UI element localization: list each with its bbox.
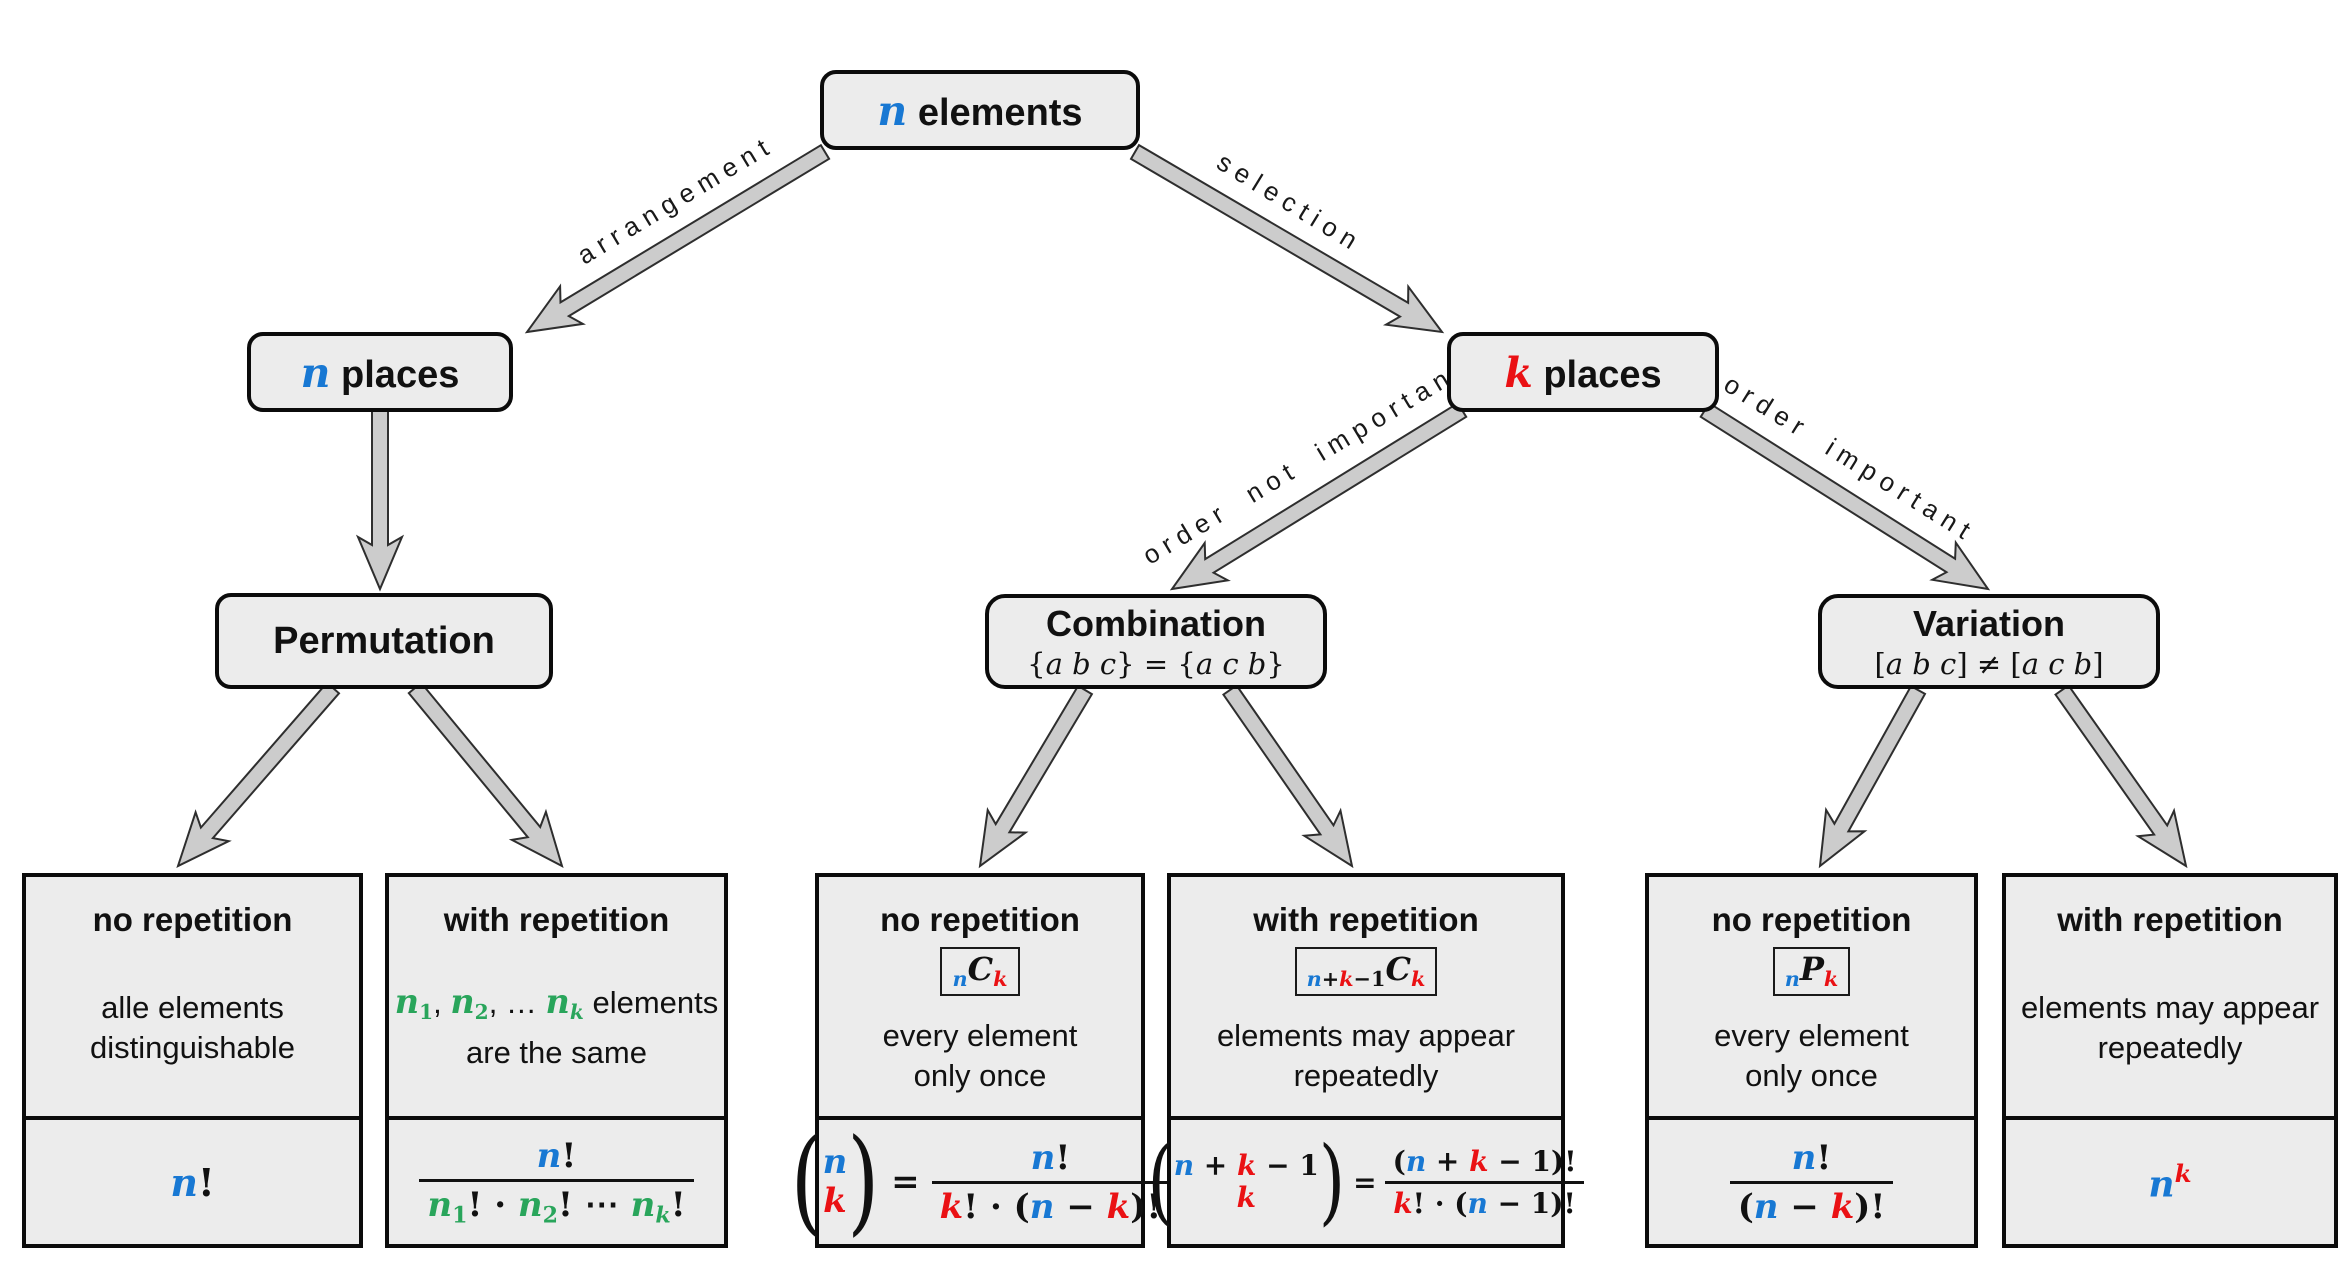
leaf-formula: n! bbox=[26, 1120, 359, 1244]
badge-nCk: nCk bbox=[940, 947, 1020, 997]
node-n-elements-title: n elements bbox=[877, 85, 1083, 135]
badge-nPk: nPk bbox=[1772, 947, 1851, 997]
leaf-permutation-no-repetition: no repetition alle elements distinguisha… bbox=[22, 873, 363, 1248]
desc-line: alle elements bbox=[101, 989, 284, 1025]
leaf-variation-no-repetition: no repetition nPk every element only onc… bbox=[1645, 873, 1978, 1248]
desc-line: only once bbox=[913, 1058, 1047, 1094]
node-combination: Combination {a b c} = {a c b} bbox=[985, 594, 1327, 689]
desc-line: n1, n2, … nk elements bbox=[394, 982, 719, 1025]
arrow-order-important bbox=[1699, 401, 1991, 591]
leaf-heading: no repetition bbox=[880, 901, 1080, 938]
leaf-formula: nk bbox=[2006, 1120, 2334, 1244]
leaf-top: no repetition nPk every element only onc… bbox=[1649, 877, 1974, 1120]
leaf-formula: n! (n − k)! bbox=[1649, 1120, 1974, 1244]
binomial-top: n + k − 1 bbox=[1173, 1148, 1319, 1182]
desc-line: are the same bbox=[466, 1034, 647, 1070]
desc-line: repeatedly bbox=[2097, 1029, 2243, 1065]
leaf-heading: with repetition bbox=[2057, 901, 2283, 938]
arrow-variation-to-with-repetition bbox=[2054, 684, 2188, 869]
leaf-description: n1, n2, … nk elements are the same bbox=[395, 939, 719, 1116]
paren-close: ) bbox=[1318, 1126, 1346, 1236]
leaf-permutation-with-repetition: with repetition n1, n2, … nk elements ar… bbox=[385, 873, 728, 1248]
fraction-numerator: (n + k − 1)! bbox=[1392, 1144, 1577, 1178]
badge-n-plus-k-minus-1-C-k: n+k−1Ck bbox=[1294, 947, 1438, 997]
leaf-description: every element only once bbox=[883, 996, 1078, 1116]
leaf-description: every element only once bbox=[1714, 996, 1909, 1116]
leaf-heading: no repetition bbox=[92, 901, 293, 938]
fraction-denominator: k! · (n − k)! bbox=[931, 1180, 1170, 1227]
arrow-order-not-important bbox=[1169, 401, 1468, 591]
arrow-combination-to-no-repetition bbox=[978, 684, 1094, 869]
leaf-formula: n! n1! · n2! ⋯ nk! bbox=[389, 1120, 724, 1244]
node-k-places: k places bbox=[1447, 332, 1719, 412]
leaf-description: elements may appear repeatedly bbox=[2021, 939, 2319, 1116]
fraction-denominator: n1! · n2! ⋯ nk! bbox=[419, 1178, 694, 1228]
leaf-heading: with repetition bbox=[1253, 901, 1479, 938]
leaf-top: with repetition n+k−1Ck elements may app… bbox=[1171, 877, 1561, 1120]
fraction-denominator: (n − k)! bbox=[1729, 1180, 1894, 1227]
equals-sign: = bbox=[1353, 1165, 1377, 1199]
node-combination-title: Combination bbox=[1046, 602, 1266, 644]
desc-line: every element bbox=[1714, 1018, 1909, 1054]
equals-sign: = bbox=[891, 1162, 920, 1202]
arrow-selection bbox=[1129, 143, 1445, 334]
leaf-top: with repetition elements may appear repe… bbox=[2006, 877, 2334, 1120]
arrow-variation-to-no-repetition bbox=[1818, 684, 1927, 869]
node-permutation: Permutation bbox=[215, 593, 553, 689]
desc-line: elements may appear bbox=[1216, 1018, 1516, 1054]
paren-open: ( bbox=[1147, 1126, 1174, 1236]
node-combination-subline: {a b c} = {a c b} bbox=[1027, 646, 1285, 681]
formula-binomial: ( n k ) = n! k! · (n − k)! bbox=[791, 1125, 1170, 1239]
arrow-n-places-to-permutation bbox=[355, 409, 405, 592]
arrow-arrangement bbox=[524, 143, 831, 334]
node-variation: Variation [a b c] ≠ [a c b] bbox=[1818, 594, 2160, 689]
fraction: (n + k − 1)! k! · (n − 1)! bbox=[1385, 1145, 1585, 1220]
node-k-places-title: k places bbox=[1504, 347, 1662, 397]
fraction-denominator: k! · (n − 1)! bbox=[1385, 1180, 1584, 1220]
formula-n-factorial: n! bbox=[170, 1159, 215, 1205]
node-permutation-title: Permutation bbox=[273, 619, 495, 662]
desc-line: every element bbox=[882, 1018, 1078, 1054]
node-variation-title: Variation bbox=[1912, 602, 2066, 644]
leaf-formula: ( n k ) = n! k! · (n − k)! bbox=[791, 1120, 1170, 1244]
leaf-variation-with-repetition: with repetition elements may appear repe… bbox=[2002, 873, 2338, 1248]
leaf-combination-with-repetition: with repetition n+k−1Ck elements may app… bbox=[1147, 873, 1584, 1248]
binomial-bottom: k bbox=[823, 1181, 847, 1221]
desc-line: only once bbox=[1745, 1058, 1878, 1094]
node-variation-subline: [a b c] ≠ [a c b] bbox=[1874, 646, 2104, 681]
leaf-top: with repetition n1, n2, … nk elements ar… bbox=[389, 877, 724, 1120]
binomial-coefficient: ( n + k − 1 k ) bbox=[1147, 1134, 1345, 1228]
fraction: n! k! · (n − k)! bbox=[931, 1137, 1170, 1227]
leaf-combination-no-repetition: no repetition nCk every element only onc… bbox=[791, 873, 1170, 1248]
fraction-numerator: n! bbox=[536, 1135, 577, 1176]
leaf-top: no repetition nCk every element only onc… bbox=[819, 877, 1141, 1120]
formula-n-power-k: nk bbox=[2148, 1158, 2192, 1206]
paren-close: ) bbox=[847, 1115, 880, 1249]
arrow-permutation-to-no-repetition bbox=[176, 681, 341, 868]
arrow-permutation-to-with-repetition bbox=[407, 681, 564, 868]
binomial-top: n bbox=[822, 1141, 848, 1182]
desc-line: repeatedly bbox=[1293, 1058, 1439, 1094]
desc-line: distinguishable bbox=[89, 1029, 296, 1065]
binomial-bottom: k bbox=[1236, 1180, 1256, 1214]
paren-open: ( bbox=[790, 1115, 823, 1249]
fraction-numerator: n! bbox=[1030, 1137, 1071, 1178]
leaf-description: alle elements distinguishable bbox=[90, 939, 295, 1116]
formula-falling-factorial: n! (n − k)! bbox=[1729, 1137, 1894, 1227]
leaf-formula: ( n + k − 1 k ) = (n + k − 1)! k! · (n −… bbox=[1147, 1120, 1584, 1244]
leaf-heading: with repetition bbox=[443, 901, 670, 938]
arrow-combination-to-with-repetition bbox=[1222, 684, 1354, 869]
node-n-places-title: n places bbox=[300, 347, 460, 397]
leaf-top: no repetition alle elements distinguisha… bbox=[26, 877, 359, 1120]
leaf-description: elements may appear repeatedly bbox=[1217, 996, 1515, 1116]
node-n-places: n places bbox=[247, 332, 513, 412]
fraction-numerator: n! bbox=[1791, 1137, 1832, 1178]
formula-multinomial: n! n1! · n2! ⋯ nk! bbox=[419, 1135, 694, 1228]
node-n-elements: n elements bbox=[820, 70, 1140, 150]
binomial-coefficient: ( n k ) bbox=[791, 1125, 879, 1239]
formula-binomial: ( n + k − 1 k ) = (n + k − 1)! k! · (n −… bbox=[1147, 1134, 1585, 1228]
desc-line: elements may appear bbox=[2020, 989, 2320, 1025]
leaf-heading: no repetition bbox=[1711, 901, 1912, 938]
